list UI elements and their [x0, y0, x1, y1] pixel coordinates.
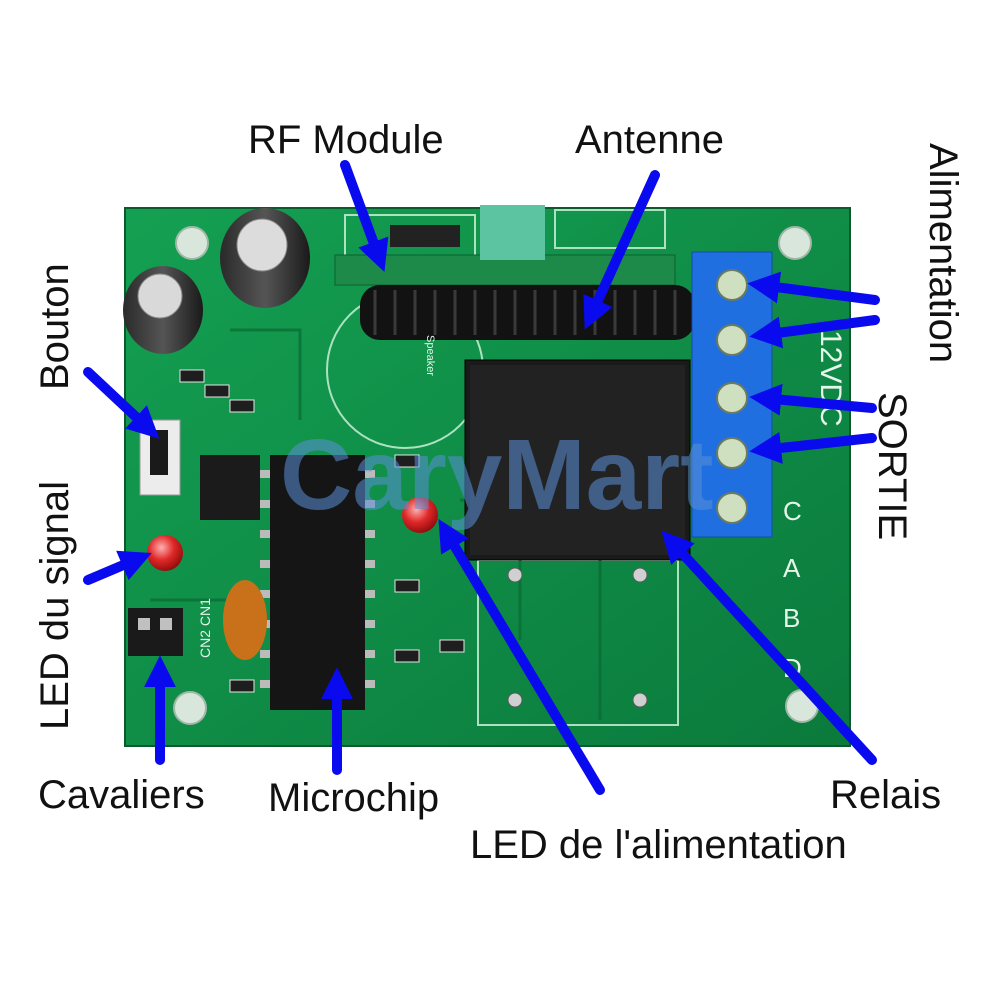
- signal-led: [147, 535, 183, 571]
- label-sortie: SORTIE: [870, 392, 914, 541]
- label-alimentation: Alimentation: [921, 143, 965, 364]
- silkscreen-terminal-c: C: [783, 496, 802, 526]
- arrow-sortie-2: [749, 432, 877, 464]
- label-antenne: Antenne: [575, 118, 725, 162]
- solder-pads: [507, 567, 648, 708]
- arrow-sortie-1: [749, 383, 877, 416]
- label-led-alimentation: LED de l'alimentation: [470, 823, 847, 867]
- mounting-holes: [173, 226, 819, 725]
- arrow-antenne: [583, 170, 660, 330]
- arrow-alimentation-2: [749, 315, 880, 349]
- capacitors: [123, 208, 310, 354]
- silkscreen-terminal-a: A: [783, 553, 801, 583]
- power-led: [402, 497, 438, 533]
- arrow-led-signal: [83, 550, 152, 585]
- ceramic-capacitor: [223, 580, 267, 660]
- small-ic: [200, 455, 260, 520]
- label-bouton: Bouton: [33, 263, 77, 390]
- label-relais: Relais: [830, 773, 942, 817]
- label-cavaliers: Cavaliers: [38, 773, 205, 817]
- arrow-relais: [661, 530, 877, 765]
- arrow-alimentation-1: [747, 271, 880, 305]
- label-led-signal: LED du signal: [33, 480, 77, 730]
- arrow-bouton: [83, 367, 160, 439]
- silkscreen-terminal-b: B: [783, 603, 801, 633]
- rf-module-board: [334, 205, 676, 286]
- jumper-component: [128, 608, 183, 656]
- arrow-led-alimentation: [438, 519, 605, 795]
- smd-components: [179, 369, 465, 693]
- arrow-rf-module: [340, 160, 389, 273]
- relay-component: [464, 359, 691, 561]
- label-microchip: Microchip: [268, 776, 440, 820]
- watermark: CaryMart: [280, 419, 714, 531]
- label-rf-module: RF Module: [248, 118, 444, 162]
